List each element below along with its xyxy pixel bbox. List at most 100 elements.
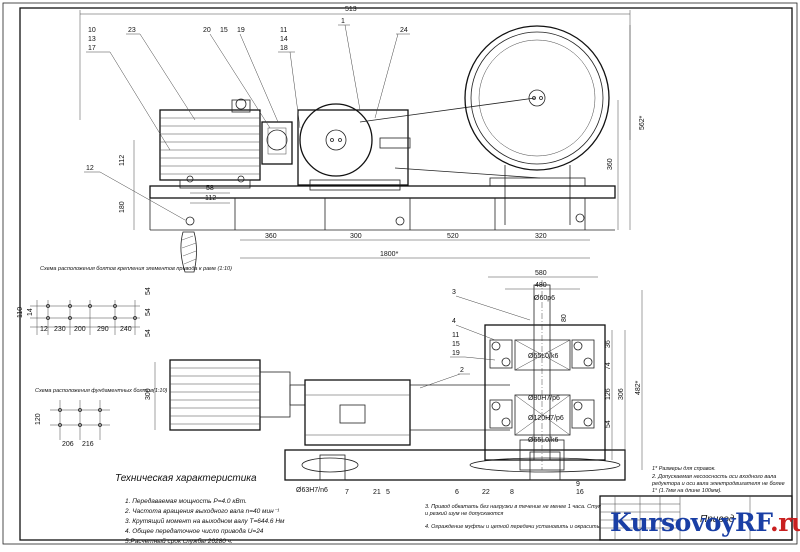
bolt-scheme-2-caption: Схема расположения фундаментных болтов(1… — [35, 388, 168, 394]
frame-top-beam — [149, 185, 616, 199]
bolt-scheme-frame: Схема расположения болтов крепления элем… — [17, 266, 232, 337]
section-dim-36: 36 — [605, 340, 612, 348]
title-block: Привод — [599, 495, 793, 541]
watermark: KursovoyRF.ru — [610, 506, 800, 547]
section-dim-74: 74 — [605, 362, 612, 370]
coupling — [261, 121, 293, 165]
scheme2-dim-216: 216 — [82, 441, 94, 448]
scheme2-dim-120: 120 — [35, 413, 42, 425]
balloon-19: 19 — [237, 27, 245, 34]
plan-balloon-9: 9 — [576, 481, 580, 488]
balloon-23: 23 — [128, 27, 136, 34]
balloon-14: 14 — [280, 36, 288, 43]
dim-320: 320 — [535, 233, 547, 240]
section-balloon-15: 15 — [452, 341, 460, 348]
tech-spec-title: Техническая характеристика — [115, 473, 257, 484]
section-dim-shaft: Ø60p6 — [534, 295, 555, 302]
plan-balloon-16: 16 — [576, 489, 584, 496]
dim-58: 58 — [206, 185, 214, 192]
plan-reducer — [304, 379, 411, 446]
plan-balloon-22: 22 — [482, 489, 490, 496]
req-note-1: 3. Привод обкатать без нагрузки в течени… — [425, 504, 601, 510]
watermark-domain: .ru — [770, 508, 800, 537]
section-fit-3: Ø120H7/p6 — [528, 415, 564, 422]
balloon-11: 11 — [280, 27, 287, 34]
spec-item-2: 2. Частота вращения выходного вала n=40 … — [124, 507, 280, 515]
plan-balloon-8: 8 — [510, 489, 514, 496]
section-balloon-3: 3 — [452, 289, 456, 296]
sheet-frame — [2, 2, 798, 545]
scheme1-dim-12: 12 — [40, 326, 48, 333]
section-fit-2: Ø80H7/p6 — [528, 395, 560, 402]
scheme1-dim-290: 290 — [97, 326, 109, 333]
section-dim-480: 480 — [535, 282, 547, 289]
plan-balloon-6: 6 — [455, 489, 459, 496]
elevation-view: 513 — [79, 6, 646, 273]
balloon-12: 12 — [86, 165, 94, 172]
section-fit-1: Ø65L0/k6 — [528, 353, 558, 360]
scheme1-dim-54c: 54 — [145, 329, 152, 337]
scheme1-dim-240: 240 — [120, 326, 132, 333]
spec-item-4: 4. Общее передаточное число привода U=24 — [125, 527, 264, 535]
plan-motor — [169, 359, 261, 431]
watermark-name: KursovoyRF — [610, 508, 771, 537]
dim-112-vertical: 112 — [119, 155, 126, 166]
section-balloon-11: 11 — [452, 332, 459, 339]
requirement-notes: 3. Привод обкатать без нагрузки в течени… — [425, 504, 601, 530]
scheme1-dim-54a: 54 — [145, 287, 152, 295]
scheme1-dim-54b: 54 — [145, 308, 152, 316]
drive-wheel — [464, 25, 610, 171]
spec-item-3: 3. Крутящий момент на выходном валу T=64… — [125, 517, 285, 525]
section-dim-580: 580 — [535, 270, 547, 277]
right-note-2: 2. Допускаемая несоосность оси входного … — [651, 474, 776, 480]
gearbox-section: 580 480 Ø60p6 80 Ø65L0/k6 Ø80H7/p6 Ø120H… — [450, 270, 643, 471]
dim-180-vertical: 180 — [119, 201, 126, 213]
dim-562: 562* — [639, 115, 646, 130]
plan-dim-300: 300 — [145, 388, 152, 400]
dim-1800: 1800* — [380, 251, 399, 258]
motor-body — [159, 109, 261, 181]
balloon-1: 1 — [341, 18, 345, 25]
reducer-cover — [299, 103, 373, 177]
plan-fit-motor: Ø63H7/n6 — [296, 487, 328, 494]
balloon-20: 20 — [203, 27, 211, 34]
dim-112-horizontal: 112 — [205, 195, 216, 202]
right-note-1: 1* Размеры для справок. — [652, 466, 716, 472]
foundation-bolt — [180, 231, 197, 273]
dim-520: 520 — [447, 233, 459, 240]
scheme1-dim-14: 14 — [27, 308, 34, 316]
section-balloon-19: 19 — [452, 350, 460, 357]
plan-balloon-2: 2 — [460, 367, 464, 374]
scheme1-dim-230: 230 — [54, 326, 66, 333]
plan-view: 300 Ø63H7/n6 2 7 21 5 6 22 8 16 9 — [145, 359, 626, 496]
plan-balloon-7: 7 — [345, 489, 349, 496]
spec-item-5: 5.Расчетный срок службы 26280 ч. — [125, 537, 233, 545]
dim-300: 300 — [350, 233, 362, 240]
dim-overall-width: 513 — [345, 6, 357, 13]
plan-balloon-5: 5 — [386, 489, 390, 496]
balloon-18: 18 — [280, 45, 288, 52]
section-fit-4: Ø65L0/k6 — [528, 437, 558, 444]
section-balloon-4: 4 — [452, 318, 456, 325]
right-notes: 1* Размеры для справок. 2. Допускаемая н… — [651, 466, 785, 494]
scheme1-dim-110: 110 — [17, 307, 24, 318]
plan-frame — [284, 449, 626, 481]
plan-balloon-21: 21 — [373, 489, 381, 496]
balloon-13: 13 — [88, 36, 96, 43]
balloon-17: 17 — [88, 45, 96, 52]
tech-spec: Техническая характеристика 1. Передаваем… — [115, 473, 285, 545]
spec-item-1: 1. Передаваемая мощность P=4.0 кВт. — [125, 497, 247, 505]
section-dim-306: 306 — [618, 388, 625, 400]
right-note-3: редуктора и оси вала электродвигателя не… — [651, 481, 785, 487]
title-block-name: Привод — [700, 514, 735, 525]
dim-360: 360 — [265, 233, 277, 240]
scheme2-dim-206: 206 — [62, 441, 74, 448]
dim-360-vertical: 360 — [607, 158, 614, 170]
drawing-frame — [19, 7, 793, 541]
section-dim-54: 54 — [605, 420, 612, 428]
section-dim-80: 80 — [561, 314, 568, 322]
balloon-15: 15 — [220, 27, 228, 34]
section-dim-482: 482* — [635, 380, 642, 395]
